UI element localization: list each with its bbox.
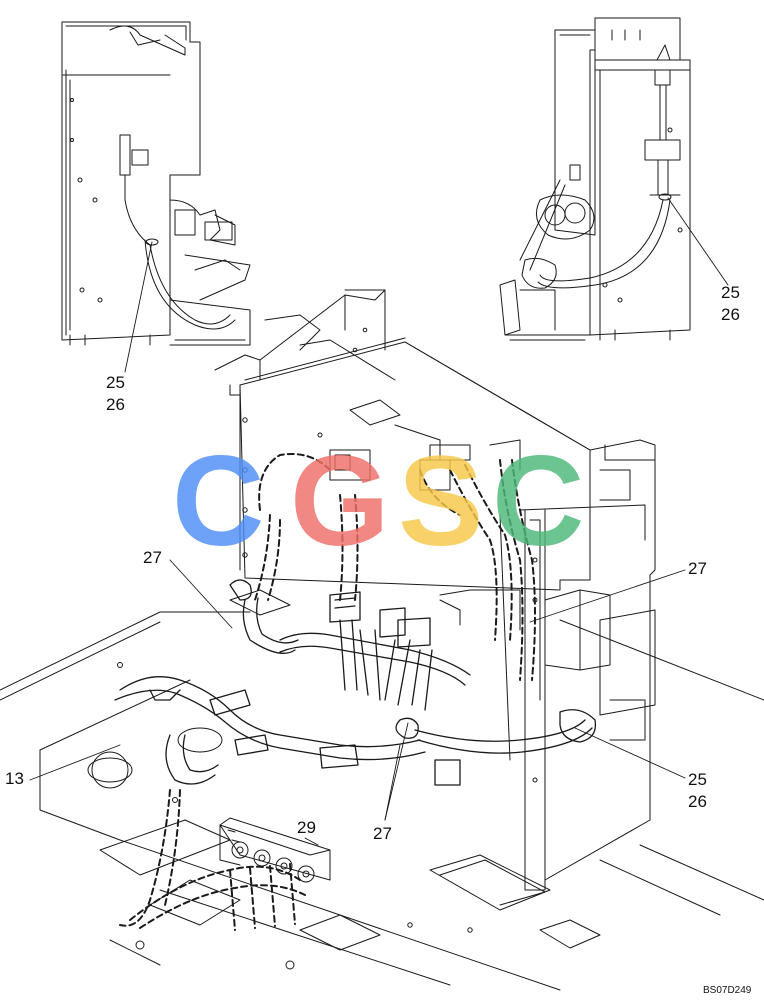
base-plate (0, 589, 764, 991)
callout-26-lower-right: 26 (688, 792, 707, 811)
callout-27-left: 27 (143, 548, 162, 567)
callout-26-inset-right: 26 (721, 305, 740, 324)
inset-right-panel (499, 17, 691, 341)
wire-harness (114, 579, 597, 786)
main-cabinet (214, 289, 591, 591)
inset-left-panel (61, 21, 251, 346)
drawing-code: BS07D249 (703, 985, 752, 996)
callout-13: 13 (5, 769, 24, 788)
callout-27-right: 27 (688, 559, 707, 578)
callout-29: 29 (297, 818, 316, 837)
callout-26-inset-left: 26 (106, 395, 125, 414)
leader-lines (29, 197, 729, 846)
fuse-block (219, 817, 331, 883)
callout-25-inset-right: 25 (721, 283, 740, 302)
hidden-harness (119, 453, 536, 931)
callout-27-bottom: 27 (373, 824, 392, 843)
side-frame (439, 439, 656, 891)
callout-25-inset-left: 25 (106, 373, 125, 392)
callout-25-lower-right: 25 (688, 770, 707, 789)
